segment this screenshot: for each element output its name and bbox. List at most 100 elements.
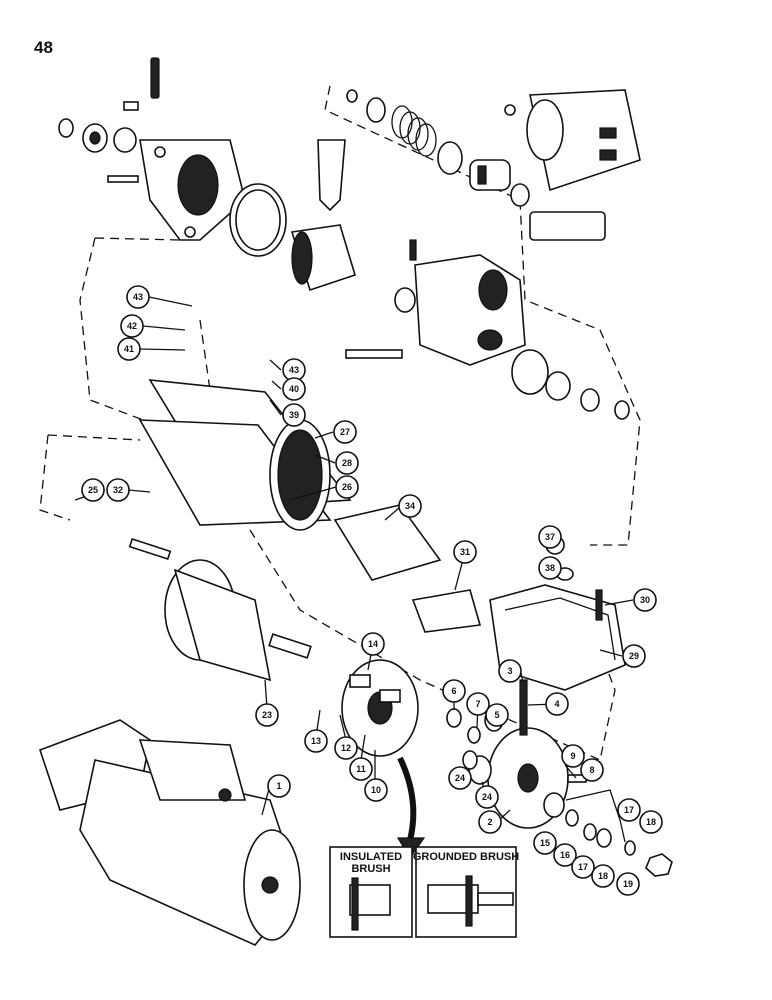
callout-26: 25 [81,478,105,502]
callout-label: 9 [570,751,575,761]
terminal-stud [595,589,603,621]
callout-40: 40 [282,377,306,401]
callout-label: 40 [289,384,299,394]
bushing-left-top [113,127,137,153]
callout-33: 32 [106,478,130,502]
callout-3: 3 [498,659,522,683]
through-bolt [519,679,528,736]
bearing-left-top [82,123,108,153]
callout-label: 17 [624,805,634,815]
drive-housing [139,139,246,241]
terminal-nut-b [645,853,673,877]
terminal-bushing [543,792,565,818]
callout-39: 39 [282,403,306,427]
bearing-right-small [580,388,600,412]
callout-32: 31 [453,540,477,564]
callout-label: 8 [589,765,594,775]
callout-4: 4 [545,692,569,716]
callout-label: 7 [475,699,480,709]
boot-washer [510,183,530,207]
inset-insulated-label-1: INSULATED [340,851,402,863]
callout-label: 18 [646,817,656,827]
callout-label: 5 [494,710,499,720]
callout-23: 23 [255,703,279,727]
callout-9: 9 [561,744,585,768]
callout-label: 32 [113,485,123,495]
callout-label: 14 [368,639,378,649]
callout-24: 24 [475,785,499,809]
callout-label: 4 [554,699,559,709]
plunger [469,159,511,191]
callout-41: 41 [117,337,141,361]
lever-pin [345,349,403,359]
page-number: 48 [34,38,53,57]
callout-label: 42 [127,321,137,331]
callout-label: 24 [455,773,465,783]
callout-label: 23 [262,710,272,720]
callout-label: 17 [578,862,588,872]
callout-29: 28 [335,451,359,475]
callout-label: 28 [342,458,352,468]
callout-label: 24 [482,792,492,802]
arrow-to-insets [397,756,417,841]
callout-label: 37 [545,532,555,542]
upper-dashed-group-outline [324,85,641,546]
solenoid-nut [504,104,516,116]
inset-grounded-brush: GROUNDED BRUSH [413,846,519,938]
callout-label: 19 [623,879,633,889]
callout-label: 12 [341,743,351,753]
terminal-washer-small [565,809,579,827]
callout-label: 39 [289,410,299,420]
callout-label: 30 [640,595,650,605]
callout-38: 38 [538,556,562,580]
callout-label: 3 [507,666,512,676]
callout-10: 10 [364,778,388,802]
callout-1: 1 [267,774,291,798]
callout-6: 6 [442,679,466,703]
callout-18a: 18 [591,864,615,888]
callout-label: 31 [460,547,470,557]
callout-18b: 18 [639,810,663,834]
callout-19: 19 [616,872,640,896]
callout-8: 8 [580,758,604,782]
callout-25: 24 [448,766,472,790]
callout-5: 5 [485,703,509,727]
small-ring-top [346,89,358,103]
plunger-rod [529,211,606,241]
callout-37: 37 [538,525,562,549]
inset-insulated-brush: INSULATED BRUSH [329,846,413,938]
callout-27: 26 [335,475,359,499]
bearing-sleeve [511,349,549,395]
screw-top [123,101,139,111]
spring-pin [409,239,417,261]
seal-ring [437,141,463,175]
callout-28: 27 [333,420,357,444]
callout-label: 13 [311,736,321,746]
bushing-mid [545,371,571,401]
drive-pinion [290,224,356,292]
callout-label: 15 [540,838,550,848]
callout-label: 16 [560,850,570,860]
brush-plate [341,659,419,757]
solenoid [526,89,641,192]
washer-right [614,400,630,420]
callout-17b: 17 [617,798,641,822]
inset-insulated-label-2: BRUSH [351,863,390,875]
washer-left-top [58,118,74,138]
callout-17a: 17 [571,855,595,879]
inset-grounded-label: GROUNDED BRUSH [413,851,519,863]
insulator-plate [411,589,482,633]
callout-13: 13 [304,729,328,753]
callout-label: 25 [88,485,98,495]
plug-small [446,708,462,728]
callout-label: 18 [598,871,608,881]
plunger-spring [391,105,437,157]
callout-15: 15 [533,831,557,855]
callout-label: 43 [289,365,299,375]
callout-label: 38 [545,563,555,573]
callout-14: 14 [361,632,385,656]
oil-wick [462,750,478,770]
callout-label: 29 [629,651,639,661]
armature [128,538,312,682]
terminal-lead [565,789,626,843]
